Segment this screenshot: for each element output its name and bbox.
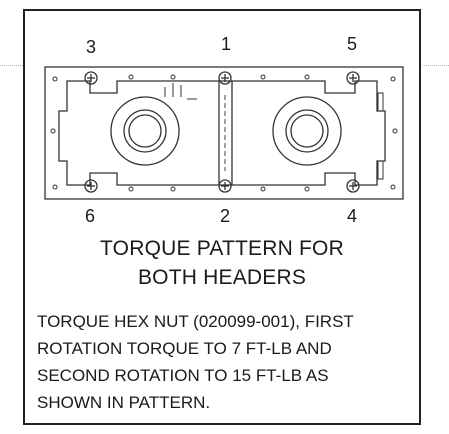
right-port-inner (290, 114, 324, 148)
left-port-outer (110, 96, 180, 166)
header-plate-drawing (44, 66, 404, 200)
bolt-sequence-3: 3 (86, 37, 97, 57)
plate-outline (44, 66, 404, 200)
mounting-dots (50, 74, 398, 192)
plate-inner-outline (58, 80, 386, 186)
bolt-sequence-2: 2 (220, 206, 231, 226)
instruction-line: ROTATION TORQUE TO 7 FT-LB AND (37, 339, 332, 358)
bolt-sequence-4: 4 (347, 206, 358, 226)
instruction-line: SECOND ROTATION TO 15 FT-LB AS (37, 366, 329, 385)
torque-instructions: TORQUE HEX NUT (020099-001), FIRST ROTAT… (37, 308, 417, 416)
right-port-outer (272, 96, 342, 166)
left-port-ring (123, 109, 167, 153)
bolt-sequence-5: 5 (347, 34, 358, 54)
instruction-line: TORQUE HEX NUT (020099-001), FIRST (37, 312, 354, 331)
bolt-holes (84, 71, 360, 193)
torque-pattern-panel: 3 1 5 (23, 9, 421, 425)
instruction-line: SHOWN IN PATTERN. (37, 393, 211, 412)
caption-line-1: TORQUE PATTERN FOR (100, 237, 344, 260)
caption-line-2: BOTH HEADERS (137, 266, 307, 289)
left-port-inner (128, 114, 162, 148)
bolt-sequence-1: 1 (221, 34, 232, 54)
bolt-sequence-6: 6 (85, 206, 96, 226)
right-port-ring (285, 109, 329, 153)
